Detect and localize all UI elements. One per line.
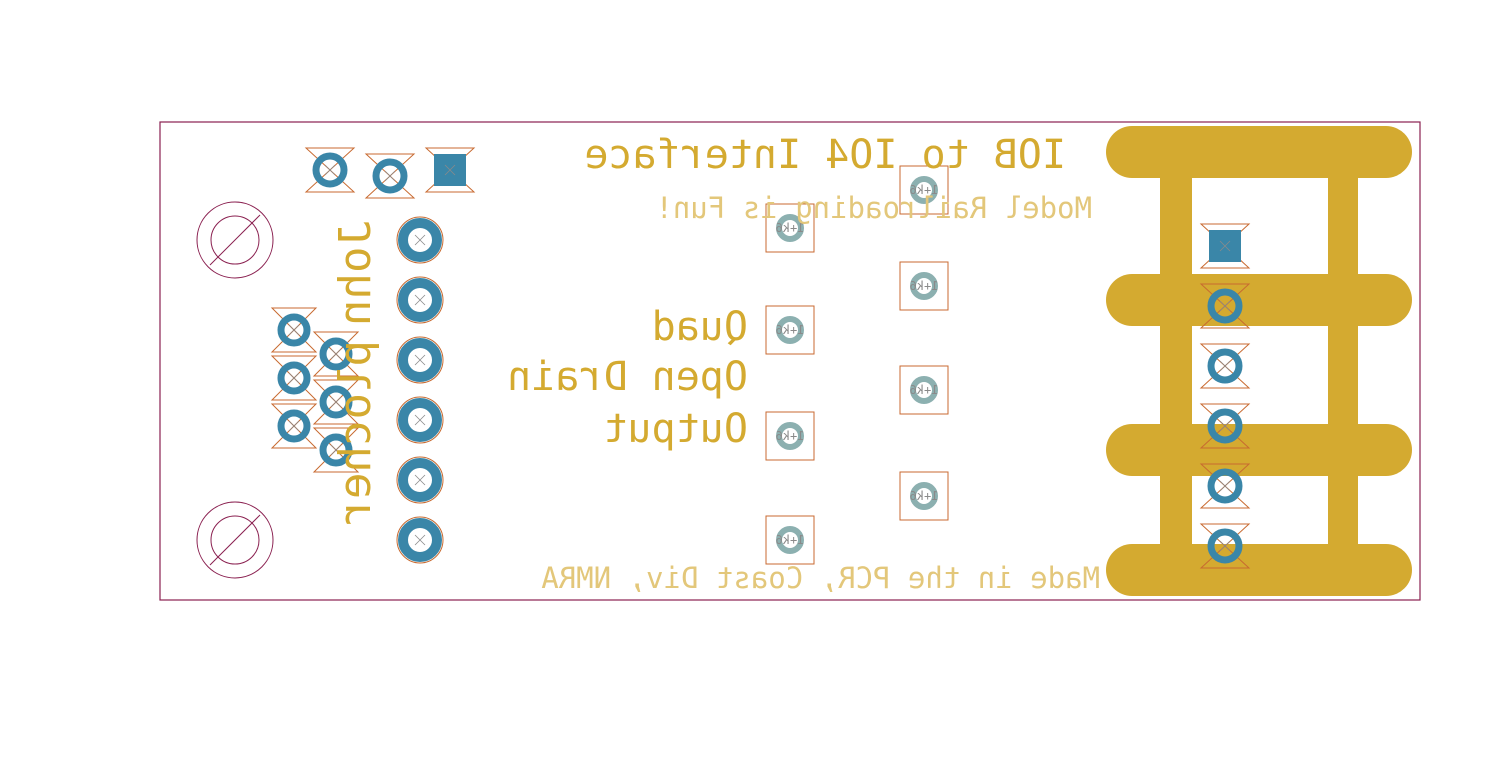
ladder-rung-2: [1106, 274, 1412, 326]
ladder-rail-right: [1328, 150, 1358, 570]
connector-cluster: [270, 307, 360, 473]
header-top-3pin: [304, 147, 476, 199]
circle-x-icon: [414, 234, 426, 246]
resistor-value-label: 1+k6: [910, 489, 939, 503]
board-tagline: Model Railroading is Fun!: [656, 191, 1093, 225]
circle-x-icon: [1219, 480, 1231, 492]
connector-pad-6: [396, 516, 444, 564]
circle-x-icon: [414, 474, 426, 486]
connector-pad-4: [396, 396, 444, 444]
resistor-footprint-icon: 1+k6: [765, 515, 815, 565]
author-first: John: [330, 220, 381, 326]
circle-x-icon: [1219, 240, 1231, 252]
right-pad-4: [1199, 403, 1251, 449]
ladder-rung-4: [1106, 544, 1412, 596]
output-label: Output: [604, 406, 749, 452]
circle-x-icon: [414, 534, 426, 546]
resistor-footprint-icon: 1+k6: [765, 203, 815, 253]
ladder-rail-left: [1160, 150, 1192, 570]
circle-x-icon: [288, 420, 300, 432]
resistor-footprint-icon: 1+k6: [899, 261, 949, 311]
circle-x-icon: [1219, 360, 1231, 372]
circle-x-icon: [414, 354, 426, 366]
right-pad-1: [1199, 223, 1251, 269]
resistor-footprint-icon: 1+k6: [899, 471, 949, 521]
connector-6pin: [396, 216, 444, 564]
resistor-value-label: 1+k6: [910, 279, 939, 293]
cluster-pad-1: [270, 307, 318, 353]
circle-slash-icon: [196, 501, 274, 579]
ladder-rung-3: [1106, 424, 1412, 476]
board-outline: [159, 121, 1421, 601]
cluster-pad-2: [312, 331, 360, 377]
cluster-pad-6: [312, 427, 360, 473]
cluster-pad-3: [270, 355, 318, 401]
circle-x-icon: [1219, 540, 1231, 552]
open-drain-label: Open Drain: [507, 354, 748, 400]
connector-pad-1: [396, 216, 444, 264]
resistor-footprint-icon: 1+k6: [765, 411, 815, 461]
circle-x-icon: [1219, 300, 1231, 312]
right-pad-2: [1199, 283, 1251, 329]
resistor-value-label: 1+k6: [910, 383, 939, 397]
circle-slash-icon: [196, 201, 274, 279]
circle-x-icon: [384, 170, 396, 182]
right-pad-6: [1199, 523, 1251, 569]
circle-x-icon: [414, 414, 426, 426]
right-pad-5: [1199, 463, 1251, 509]
circle-x-icon: [288, 324, 300, 336]
resistor-footprint-icon: 1+k6: [899, 165, 949, 215]
circle-x-icon: [1219, 420, 1231, 432]
mounting-hole-bottom: [196, 501, 274, 579]
circle-x-icon: [330, 396, 342, 408]
resistor-value-label: 1+k6: [776, 533, 805, 547]
pad-top-2: [364, 153, 416, 199]
resistor-footprint-icon: 1+k6: [899, 365, 949, 415]
pad-top-3-square: [424, 147, 476, 193]
author-label: John plocher: [330, 220, 381, 525]
mounting-hole-top: [196, 201, 274, 279]
circle-x-icon: [288, 372, 300, 384]
author-last: plocher: [330, 340, 381, 525]
copper-ladder: [1106, 126, 1412, 596]
pad-top-1: [304, 147, 356, 193]
right-pad-3: [1199, 343, 1251, 389]
credit-label: Made in the PCR, Coast Div, NMRA: [541, 561, 1100, 595]
connector-pad-5: [396, 456, 444, 504]
resistor-footprint-icon: 1+k6: [765, 305, 815, 355]
resistor-value-label: 1+k6: [776, 429, 805, 443]
connector-right-6pin: [1199, 223, 1251, 569]
resistor-array: 1+k6 1+k6 1+k6 1+k6 1+k6 1+k6 1+k6 1+k6: [765, 165, 949, 565]
quad-label: Quad: [652, 304, 748, 350]
board-title: IOB to IO4 Interface: [584, 132, 1066, 178]
circle-x-icon: [330, 348, 342, 360]
cluster-pad-5: [270, 403, 318, 449]
resistor-value-label: 1+k6: [776, 221, 805, 235]
connector-pad-2: [396, 276, 444, 324]
resistor-value-label: 1+k6: [910, 183, 939, 197]
circle-x-icon: [330, 444, 342, 456]
circle-x-icon: [324, 164, 336, 176]
circle-x-icon: [414, 294, 426, 306]
ladder-rung-1: [1106, 126, 1412, 178]
connector-pad-3: [396, 336, 444, 384]
cluster-pad-4: [312, 379, 360, 425]
resistor-value-label: 1+k6: [776, 323, 805, 337]
